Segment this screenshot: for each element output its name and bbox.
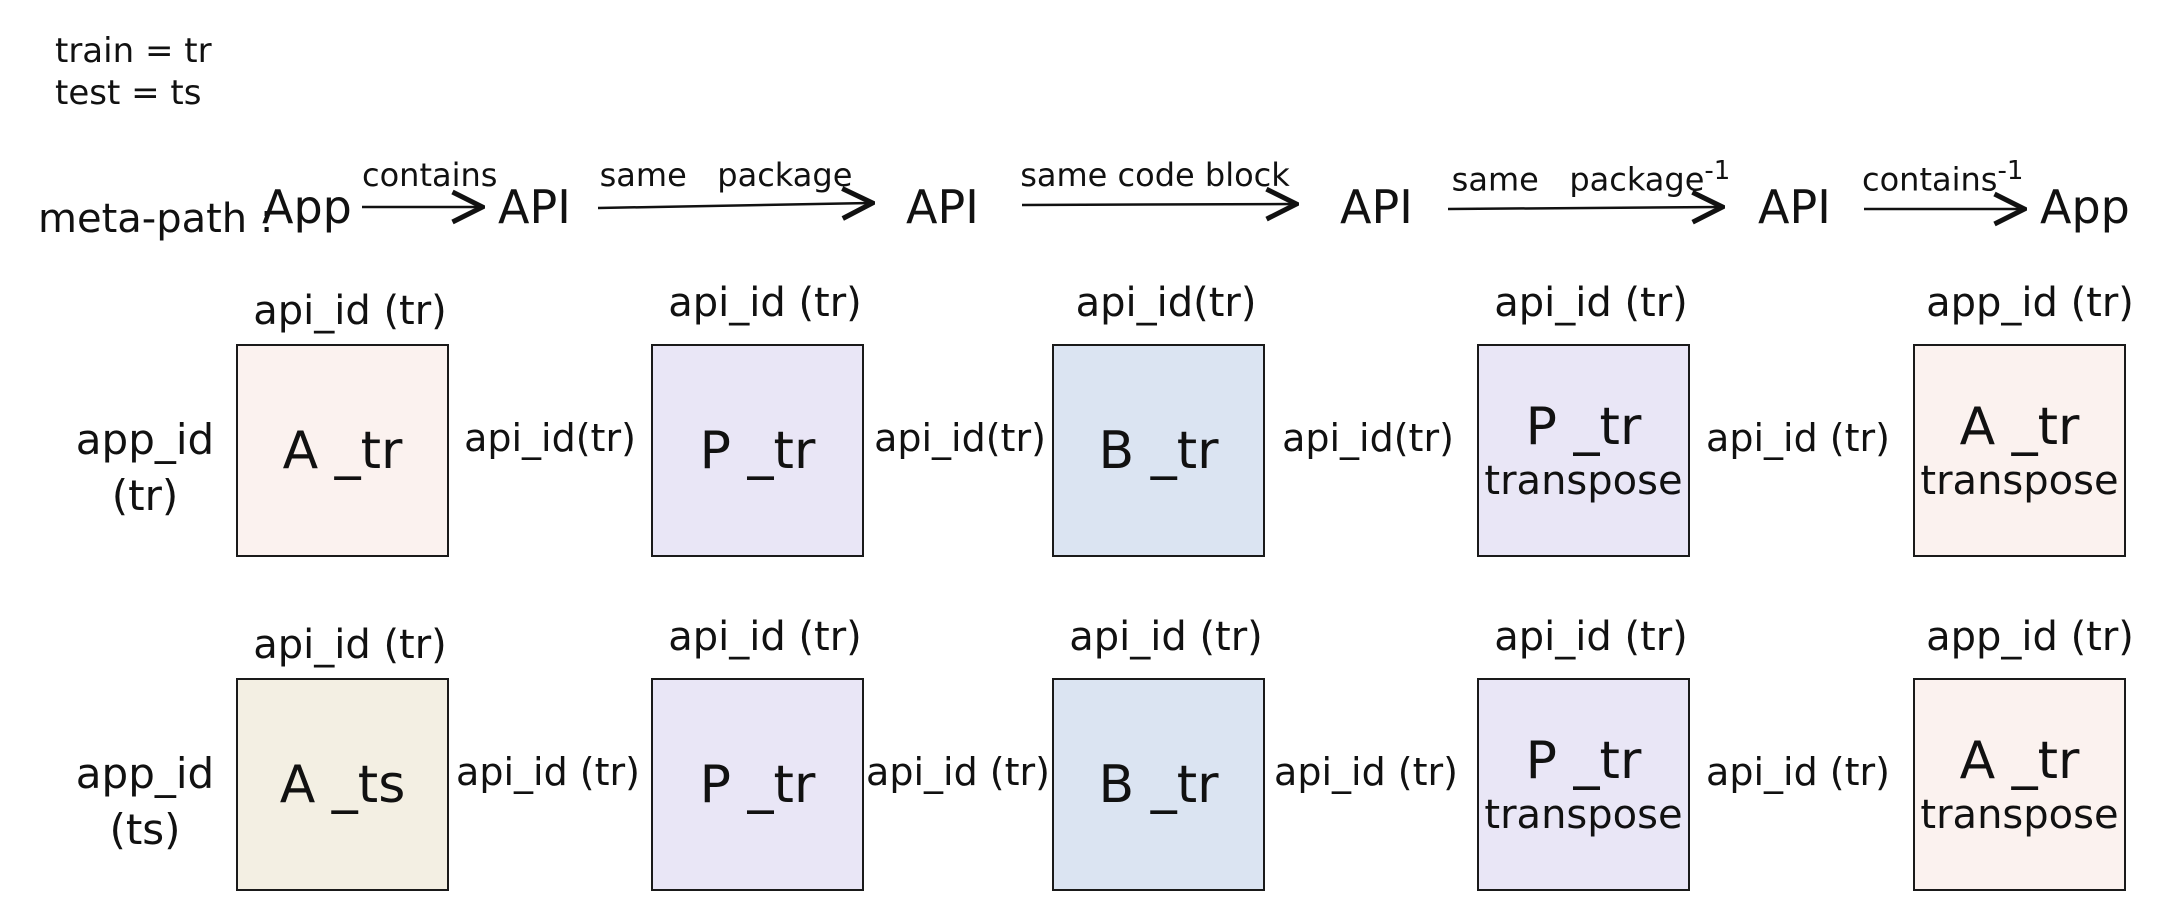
edge-label-contains: contains: [362, 156, 498, 194]
arrow-same-code-block: [1021, 204, 1294, 205]
meta-path-node-api-4: API: [1758, 180, 1831, 234]
row2-header-4: api_id (tr): [1494, 614, 1688, 660]
matrix-p-tr: P _tr: [651, 678, 864, 891]
row-label-test: app_id (ts): [75, 749, 215, 854]
meta-path-node-api-2: API: [906, 180, 979, 234]
meta-path-node-app-end: App: [2040, 180, 2130, 234]
arrow-same-package-inverse: [1447, 207, 1720, 209]
row1-side-1: api_id(tr): [464, 416, 636, 460]
row2-header-3: api_id (tr): [1069, 614, 1263, 660]
arrow-same-package: [597, 203, 870, 208]
matrix-p-tr-transpose: P _tr transpose: [1477, 344, 1690, 557]
row2-header-1: api_id (tr): [253, 622, 447, 668]
meta-path-label: meta-path :: [38, 196, 274, 242]
row1-header-1: api_id (tr): [253, 288, 447, 334]
edge-label-same-code-block: same code block: [1020, 156, 1290, 194]
row1-header-4: api_id (tr): [1494, 280, 1688, 326]
meta-path-node-app-start: App: [262, 180, 352, 234]
matrix-a-tr: A _tr: [236, 344, 449, 557]
matrix-b-tr: B _tr: [1052, 344, 1265, 557]
legend-test: test = ts: [55, 73, 202, 113]
matrix-p-tr-transpose: P _tr transpose: [1477, 678, 1690, 891]
row-label-train: app_id (tr): [75, 415, 215, 520]
matrix-a-tr-transpose: A _tr transpose: [1913, 678, 2126, 891]
matrix-p-tr: P _tr: [651, 344, 864, 557]
edge-label-contains-inverse: contains-1: [1862, 156, 2024, 199]
row2-side-1: api_id (tr): [456, 750, 640, 794]
row2-side-3: api_id (tr): [1274, 750, 1458, 794]
edge-label-same-package-inverse: same package-1: [1451, 156, 1731, 199]
row2-header-2: api_id (tr): [668, 614, 862, 660]
matrix-a-ts: A _ts: [236, 678, 449, 891]
row1-header-2: api_id (tr): [668, 280, 862, 326]
row1-header-3: api_id(tr): [1075, 280, 1257, 326]
meta-path-node-api-3: API: [1340, 180, 1413, 234]
row1-header-5: app_id (tr): [1926, 280, 2134, 326]
edge-label-same-package: same package: [599, 156, 853, 194]
row2-side-2: api_id (tr): [866, 750, 1050, 794]
row1-side-4: api_id (tr): [1706, 416, 1890, 460]
row2-header-5: app_id (tr): [1926, 614, 2134, 660]
row1-side-2: api_id(tr): [874, 416, 1046, 460]
row1-side-3: api_id(tr): [1282, 416, 1454, 460]
matrix-a-tr-transpose: A _tr transpose: [1913, 344, 2126, 557]
matrix-b-tr: B _tr: [1052, 678, 1265, 891]
row2-side-4: api_id (tr): [1706, 750, 1890, 794]
legend-train: train = tr: [55, 31, 212, 71]
meta-path-node-api-1: API: [498, 180, 571, 234]
legend: train = tr test = ts: [55, 30, 212, 114]
